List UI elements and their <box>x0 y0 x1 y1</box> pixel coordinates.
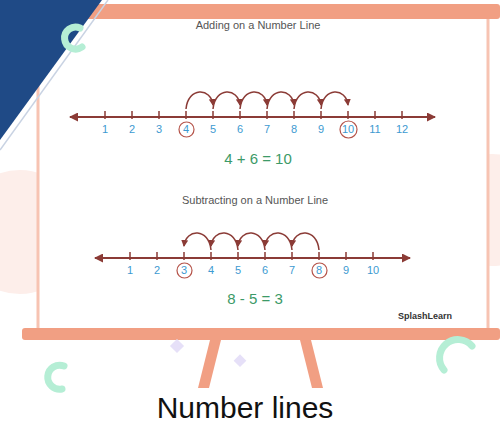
board-bottom-bar <box>22 328 500 340</box>
tick-number: 6 <box>262 265 268 276</box>
easel-leg <box>300 340 323 388</box>
easel-leg <box>198 340 221 388</box>
hop-arcs <box>186 92 348 109</box>
circle-outline <box>177 263 192 278</box>
circled-number: 10 <box>339 120 358 139</box>
circled-number: 8 <box>311 262 328 279</box>
corner-triangle <box>0 0 102 140</box>
number-line <box>95 257 410 259</box>
lavender-diamond <box>170 339 184 353</box>
tick-marks <box>130 252 373 260</box>
tick-number: 6 <box>237 124 243 135</box>
mint-shape <box>48 365 64 389</box>
tick-number: 1 <box>127 265 133 276</box>
tick-number: 8 <box>291 124 297 135</box>
circle-outline <box>340 121 357 138</box>
circle-outline <box>179 122 194 137</box>
corner-line <box>0 0 108 150</box>
hop-arcs <box>184 233 319 250</box>
circled-number: 3 <box>176 262 193 279</box>
tick-number: 4 <box>208 265 214 276</box>
tick-number: 5 <box>210 124 216 135</box>
tick-number: 8 <box>311 262 328 279</box>
lavender-diamond <box>234 354 247 367</box>
tick-number: 9 <box>343 265 349 276</box>
tick-number: 9 <box>318 124 324 135</box>
tick-number: 4 <box>178 121 195 138</box>
number-line <box>70 116 435 118</box>
tick-number: 1 <box>102 124 108 135</box>
tick-number: 10 <box>339 120 358 139</box>
tick-number: 7 <box>289 265 295 276</box>
section-heading: Adding on a Number Line <box>196 20 321 31</box>
tick-number: 5 <box>235 265 241 276</box>
mint-shape <box>440 340 472 370</box>
tick-marks <box>105 111 402 119</box>
section-heading: Subtracting on a Number Line <box>182 195 328 206</box>
tick-number: 7 <box>264 124 270 135</box>
tick-number: 2 <box>129 124 135 135</box>
slide-caption: Number lines <box>157 393 334 423</box>
circle-outline <box>312 263 327 278</box>
tick-number: 3 <box>176 262 193 279</box>
equation: 8 - 5 = 3 <box>227 291 282 306</box>
whiteboard <box>38 17 488 330</box>
mint-shape <box>65 27 82 49</box>
equation: 4 + 6 = 10 <box>224 151 292 166</box>
circled-number: 4 <box>178 121 195 138</box>
tick-number: 12 <box>396 124 408 135</box>
tick-number: 11 <box>369 124 380 135</box>
tick-number: 2 <box>154 265 160 276</box>
logo-watermark: SplashLearn <box>398 312 452 321</box>
tick-number: 3 <box>156 124 162 135</box>
tick-number: 10 <box>367 265 379 276</box>
